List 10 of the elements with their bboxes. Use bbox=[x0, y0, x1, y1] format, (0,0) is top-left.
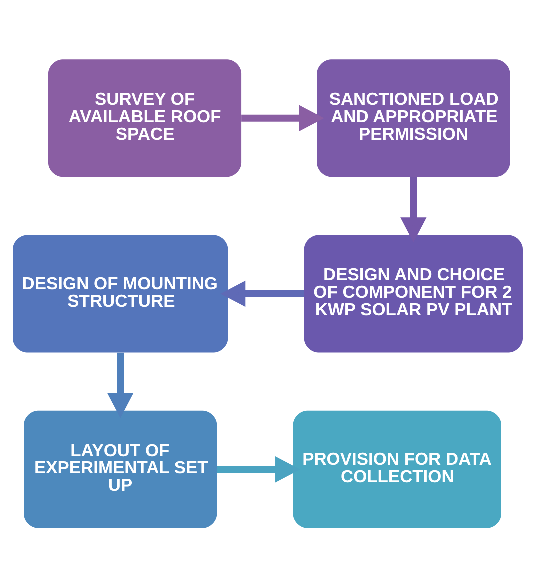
arrow bbox=[107, 352, 134, 418]
arrow bbox=[220, 280, 304, 308]
node-box: DESIGN OF MOUNTING STRUCTURE bbox=[13, 235, 228, 353]
node-box: SURVEY OF AVAILABLE ROOF SPACE bbox=[48, 60, 242, 178]
node-box: SANCTIONED LOAD AND APPROPRIATE PERMISSION bbox=[317, 60, 510, 178]
arrow bbox=[242, 105, 324, 132]
node-box: PROVISION FOR DATA COLLECTION bbox=[293, 410, 502, 528]
node-box: DESIGN AND CHOICE OF COMPONENT FOR 2 KWP SOLAR PV PLANT bbox=[304, 235, 523, 353]
arrow bbox=[400, 177, 427, 243]
node-box: LAYOUT OF EXPERIMENTAL SET UP bbox=[24, 410, 218, 528]
